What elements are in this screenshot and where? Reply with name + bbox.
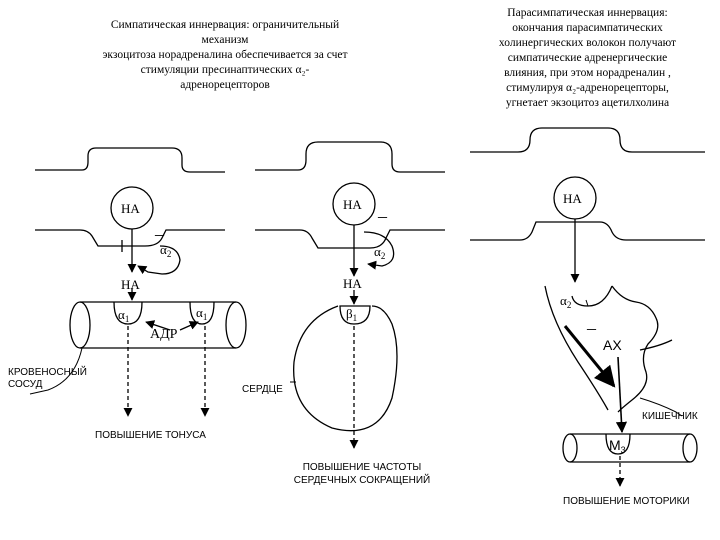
right-title-line: симпатические адренергические [507,52,668,64]
m3-receptor [605,433,631,455]
alpha2-label-2: α2 [374,244,385,261]
nerve-terminal-3 [470,127,705,241]
heart-label: СЕРДЦЕ [242,384,283,395]
na-label-2: НА [343,276,362,291]
na-vesicle-label-2: НА [343,197,362,212]
right-title-line: Парасимпатическая иннервация: [507,7,668,19]
na-label-1: НА [121,277,140,292]
adr-label: АДР [150,327,178,342]
right-title-line: влияния, при этом норадреналин , [504,67,671,79]
intestine-pointer-line [639,397,683,417]
alpha1-receptor-1 [113,301,143,325]
blood-vessel [69,301,247,349]
alpha2-feedback-arrow-2 [363,231,395,270]
m3-label: М3 [609,437,626,455]
inhibit-sign-1: – [154,224,165,244]
left-panel-title: Симпатическая иннервация: ограничительны… [60,18,390,93]
na-vesicle-label-1: НА [121,201,140,216]
alpha2-label-3: α2 [560,293,571,310]
alpha1-receptor-2 [189,301,215,325]
beta1-label: β1 [346,306,357,323]
beta1-receptor [339,305,371,325]
left-title-line: адренорецепторов [180,79,270,91]
right-title-line: окончания парасимпатических [512,22,663,34]
ach-inhibited-arrow [563,325,616,388]
intestine-label: КИШЕЧНИК [642,411,698,422]
ach-to-m3-arrow [615,356,628,434]
tone-increase-label: ПОВЫШЕНИЕ ТОНУСА [95,430,206,441]
vessel-pointer-line [29,347,83,395]
right-panel-title: Парасимпатическая иннервация: окончания … [455,6,720,111]
inhibit-sign-2: – [377,206,388,226]
right-title-line: угнетает экзоцитоз ацетилхолина [505,97,670,109]
alpha1-label-2: α1 [196,305,207,322]
heart-outline [293,305,398,432]
left-title-line: механизм [201,34,249,46]
na-vesicle-label-3: НА [563,191,582,206]
right-title-line: холинергических волокон получают [498,37,677,49]
inhibit-sign-3: – [586,318,597,338]
left-title-line: экзоцитоза норадреналина обеспечивается … [102,49,348,61]
right-title-line: стимулируя α₂-адренорецепторы, [506,82,669,94]
left-title-line: Симпатическая иннервация: ограничительны… [110,19,340,31]
nerve-terminal-1 [35,147,225,247]
alpha2-feedback-arrow-1 [137,245,181,275]
left-title-line: стимуляции пресинаптических α₂- [140,64,310,76]
alpha1-label-1: α1 [118,307,129,324]
nerve-terminal-2 [255,141,445,249]
adr-to-alpha1-arrow-1 [145,320,171,331]
adr-to-alpha1-arrow-2 [179,321,199,331]
alpha2-label-1: α2 [160,242,171,259]
ach-label: АХ [603,337,622,353]
motility-increase-label: ПОВЫШЕНИЕ МОТОРИКИ [563,496,690,507]
